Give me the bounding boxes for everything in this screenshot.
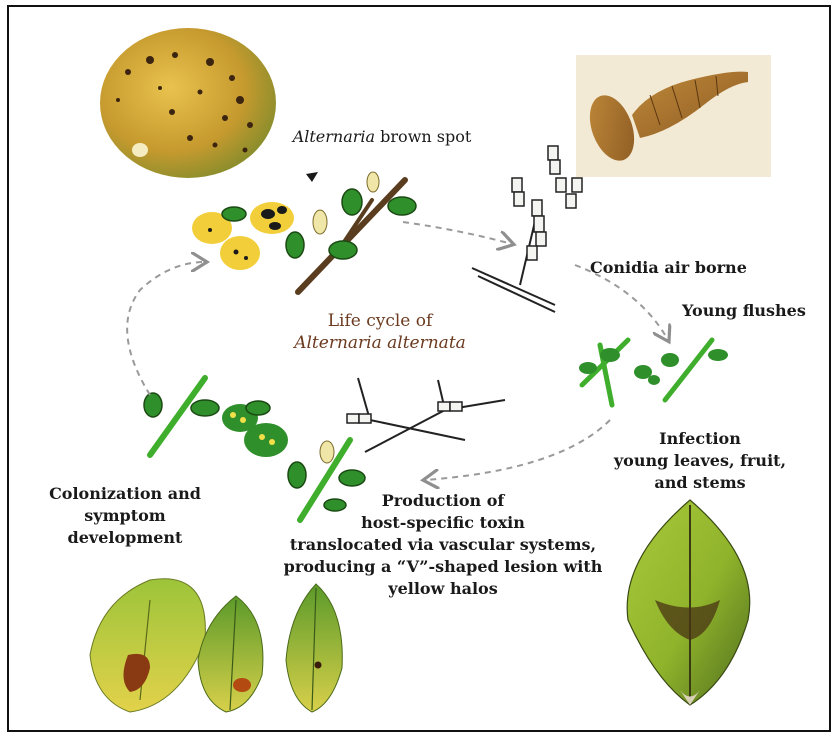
infection-label: Infection young leaves, fruit, and stems	[605, 428, 795, 494]
life-cycle-line2: Alternaria alternata	[280, 332, 480, 354]
colonization-line1: Colonization and	[20, 483, 230, 505]
colonization-label: Colonization and symptom development	[20, 483, 230, 549]
production-line5: yellow halos	[258, 578, 628, 600]
conidia-micrograph	[576, 55, 771, 177]
production-line3: translocated via vascular systems,	[258, 534, 628, 556]
conidia-label: Conidia air borne	[590, 257, 790, 279]
life-cycle-line1: Life cycle of	[280, 310, 480, 332]
production-line4: producing a “V”-shaped lesion with	[258, 556, 628, 578]
brown-spot-genus: Alternaria	[293, 127, 375, 146]
infection-line3: and stems	[605, 472, 795, 494]
production-line2: host-specific toxin	[258, 512, 628, 534]
young-flushes-label: Young flushes	[682, 300, 822, 322]
brown-spot-rest: brown spot	[375, 127, 471, 146]
brown-spot-label: Alternaria brown spot	[252, 126, 512, 148]
production-line1: Production of	[258, 490, 628, 512]
colonization-line2: symptom	[20, 505, 230, 527]
infected-fruit-illustration	[100, 28, 276, 178]
production-label: Production of host-specific toxin transl…	[258, 490, 628, 600]
infection-line1: Infection	[605, 428, 795, 450]
infection-line2: young leaves, fruit,	[605, 450, 795, 472]
colonization-line3: development	[20, 527, 230, 549]
life-cycle-title: Life cycle of Alternaria alternata	[280, 310, 480, 354]
